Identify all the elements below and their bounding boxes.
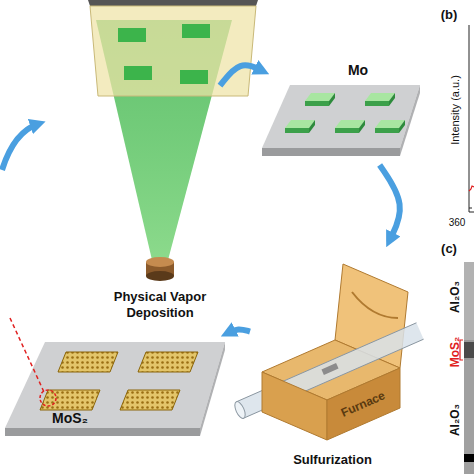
substrate-top [5, 342, 225, 428]
furnace-step: FurnaceSulfurization [250, 240, 415, 472]
mask-opening [182, 24, 210, 38]
process-arrow [380, 165, 400, 240]
substrate-edge [5, 428, 200, 436]
mask-holder [88, 0, 258, 6]
mos2-film [40, 390, 100, 410]
material-label: Mo [348, 62, 368, 78]
mo-pad [329, 93, 335, 106]
shadow-mask [90, 6, 256, 96]
tem-layer [464, 360, 474, 474]
mos2-film [120, 390, 180, 410]
tem-image [464, 262, 474, 474]
mask-opening [124, 66, 152, 80]
substrate-top [262, 85, 420, 148]
mask-opening [118, 28, 146, 42]
tem-layer [464, 262, 474, 340]
mo-pad [359, 120, 365, 133]
mo-pad [365, 101, 389, 106]
mos2-film [58, 352, 118, 372]
substrate-step: Mo [262, 55, 422, 165]
incoming-arrow [2, 124, 38, 170]
scale-bar [464, 454, 474, 462]
layer-label: Al₂O₃ [448, 281, 462, 313]
substrate-side [200, 342, 225, 436]
substrate-edge [262, 148, 400, 156]
source-top [146, 257, 174, 267]
mo-pad [335, 128, 359, 133]
mo-pad [389, 93, 395, 106]
plot-axis [469, 25, 470, 212]
panel-letter: (b) [441, 7, 458, 22]
lid-groove [352, 292, 398, 318]
step-label: Physical Vapor Deposition [100, 289, 220, 321]
mo-pad [399, 120, 405, 133]
furnace-label: Furnace [339, 388, 387, 420]
tem-layer [464, 342, 474, 358]
sample-boat [321, 363, 338, 375]
axis-tick [469, 208, 472, 209]
raman-curve [469, 186, 474, 191]
process-arrow [220, 65, 262, 85]
zoom-line [10, 318, 44, 392]
mask-opening [180, 70, 208, 84]
material-label: MoS₂ [52, 410, 88, 426]
axis-title: Intensity (a.u.) [449, 75, 461, 145]
tick-label: 360 [449, 217, 466, 228]
mo-pad [285, 128, 309, 133]
process-arrow [228, 329, 250, 333]
furnace-front [262, 372, 327, 440]
panel-letter: (c) [441, 241, 457, 256]
layer-label: Al₂O₃ [448, 404, 462, 436]
source-bottom [146, 271, 174, 281]
furnace-side [327, 368, 400, 440]
mo-pad [375, 128, 399, 133]
product-step: MoS₂ [0, 330, 228, 448]
step-label: Sulfurization [250, 452, 415, 467]
tube-end [233, 400, 248, 420]
mos2-film [138, 352, 198, 372]
deposition-step: Physical Vapor Deposition [100, 0, 220, 325]
mo-pad [309, 120, 315, 133]
mo-pad [305, 101, 329, 106]
zoom-circle [40, 390, 56, 406]
plot-axis [469, 212, 474, 213]
layer-label: MoS₂ [448, 337, 462, 368]
